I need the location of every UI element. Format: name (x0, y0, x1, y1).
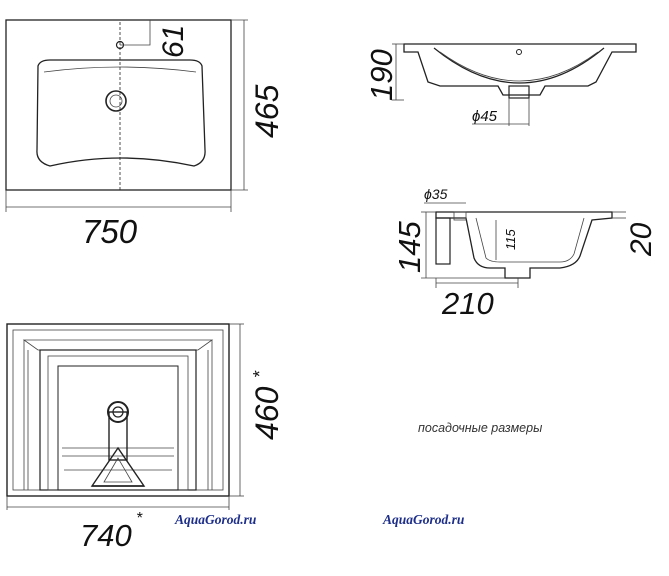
front-drain-label: ϕ45 (472, 108, 498, 125)
front-bowl-inner (439, 51, 599, 82)
top-view: 61 465 750 (5, 19, 285, 250)
side-back-wall (435, 217, 451, 265)
drain-hole (105, 90, 127, 112)
side-bowl-inner (475, 217, 585, 263)
side-overflow (453, 211, 467, 221)
drain-support (90, 446, 146, 487)
watermark-right: AquaGorod.ru (382, 512, 465, 527)
drain-inner (109, 94, 123, 108)
bottom-view: 460 * 740 * (6, 323, 285, 553)
drain-flange-inner (112, 406, 124, 418)
tap-offset-dimension (120, 20, 151, 46)
drain-flange (107, 401, 129, 423)
drain-pipe (108, 411, 128, 461)
bottom-outline (6, 323, 230, 497)
front-bowl-curve (433, 47, 605, 84)
bottom-width-label: 740 (80, 518, 132, 553)
bottom-bowl-outline (57, 365, 179, 491)
depth-label: 465 (249, 84, 285, 138)
bottom-depth-asterisk: * (250, 370, 270, 378)
side-height-label: 145 (392, 221, 427, 273)
bottom-rim-top-bevel (22, 339, 214, 351)
bottom-rim-inner (12, 329, 224, 491)
front-height-label: 190 (364, 49, 399, 101)
front-section: 190 ϕ45 (364, 43, 637, 126)
front-section-outline (403, 43, 637, 96)
basin-outline (5, 19, 232, 191)
width-label: 750 (82, 213, 138, 250)
side-depth-label: 210 (441, 286, 494, 321)
bowl-outline (36, 59, 206, 167)
side-section: 145 20 115 ϕ35 210 (392, 186, 658, 321)
inner-depth-label: 115 (503, 229, 518, 250)
tap-offset-label: 61 (157, 25, 190, 58)
mounting-dimensions-note: посадочные размеры (418, 421, 542, 435)
front-drain-outlet (508, 85, 530, 99)
bottom-width-asterisk: * (136, 510, 143, 527)
side-drain-label: ϕ35 (424, 186, 448, 202)
side-section-outline (435, 211, 613, 279)
bottom-skirt-outer (39, 349, 197, 491)
overflow-hole (516, 49, 522, 55)
rim-height-label: 20 (625, 222, 658, 257)
bottom-drain-fitting (90, 401, 146, 487)
watermark-left: AquaGorod.ru (174, 512, 257, 527)
drain-support-inner (103, 457, 133, 483)
bottom-depth-label: 460 (249, 386, 285, 440)
bottom-ribs (62, 447, 174, 471)
